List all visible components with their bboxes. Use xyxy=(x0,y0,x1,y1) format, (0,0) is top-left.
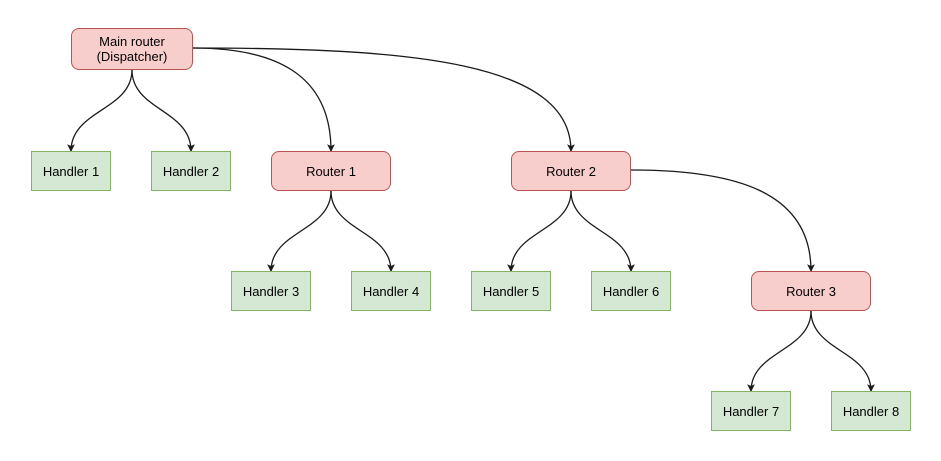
node-handler-3[interactable]: Handler 3 xyxy=(231,271,311,311)
node-label-handler-3: Handler 3 xyxy=(242,283,300,299)
edge-main-to-handler-2 xyxy=(131,69,195,153)
node-label-handler-6: Handler 6 xyxy=(602,283,660,299)
node-label-handler-1: Handler 1 xyxy=(42,163,100,179)
node-router-2[interactable]: Router 2 xyxy=(511,151,631,191)
edge-router-2-to-router-3 xyxy=(630,169,815,273)
node-label-handler-5: Handler 5 xyxy=(482,283,540,299)
node-handler-4[interactable]: Handler 4 xyxy=(351,271,431,311)
edge-main-to-router-1 xyxy=(192,47,335,153)
edge-paths xyxy=(67,47,875,393)
edge-router-1-to-handler-3 xyxy=(267,190,332,273)
edge-main-to-handler-1 xyxy=(67,69,133,153)
node-label-handler-8: Handler 8 xyxy=(842,403,900,419)
node-handler-2[interactable]: Handler 2 xyxy=(151,151,231,191)
node-router-3[interactable]: Router 3 xyxy=(751,271,871,311)
node-label-handler-2: Handler 2 xyxy=(162,163,220,179)
node-label-main-router: Main router (Dispatcher) xyxy=(96,34,168,64)
edge-router-2-to-handler-6 xyxy=(570,190,635,273)
node-label-router-1: Router 1 xyxy=(306,163,356,179)
node-label-handler-7: Handler 7 xyxy=(722,403,780,419)
node-handler-5[interactable]: Handler 5 xyxy=(471,271,551,311)
node-label-router-2: Router 2 xyxy=(546,163,596,179)
node-handler-1[interactable]: Handler 1 xyxy=(31,151,111,191)
edge-router-3-to-handler-7 xyxy=(747,310,812,393)
node-label-handler-4: Handler 4 xyxy=(362,283,420,299)
edge-router-3-to-handler-8 xyxy=(810,310,875,393)
node-handler-6[interactable]: Handler 6 xyxy=(591,271,671,311)
edge-router-1-to-handler-4 xyxy=(330,190,395,273)
node-handler-8[interactable]: Handler 8 xyxy=(831,391,911,431)
edge-main-to-router-2 xyxy=(192,47,575,153)
edge-router-2-to-handler-5 xyxy=(507,190,572,273)
node-main-router[interactable]: Main router (Dispatcher) xyxy=(71,28,193,70)
node-handler-7[interactable]: Handler 7 xyxy=(711,391,791,431)
node-router-1[interactable]: Router 1 xyxy=(271,151,391,191)
node-label-router-3: Router 3 xyxy=(786,283,836,299)
